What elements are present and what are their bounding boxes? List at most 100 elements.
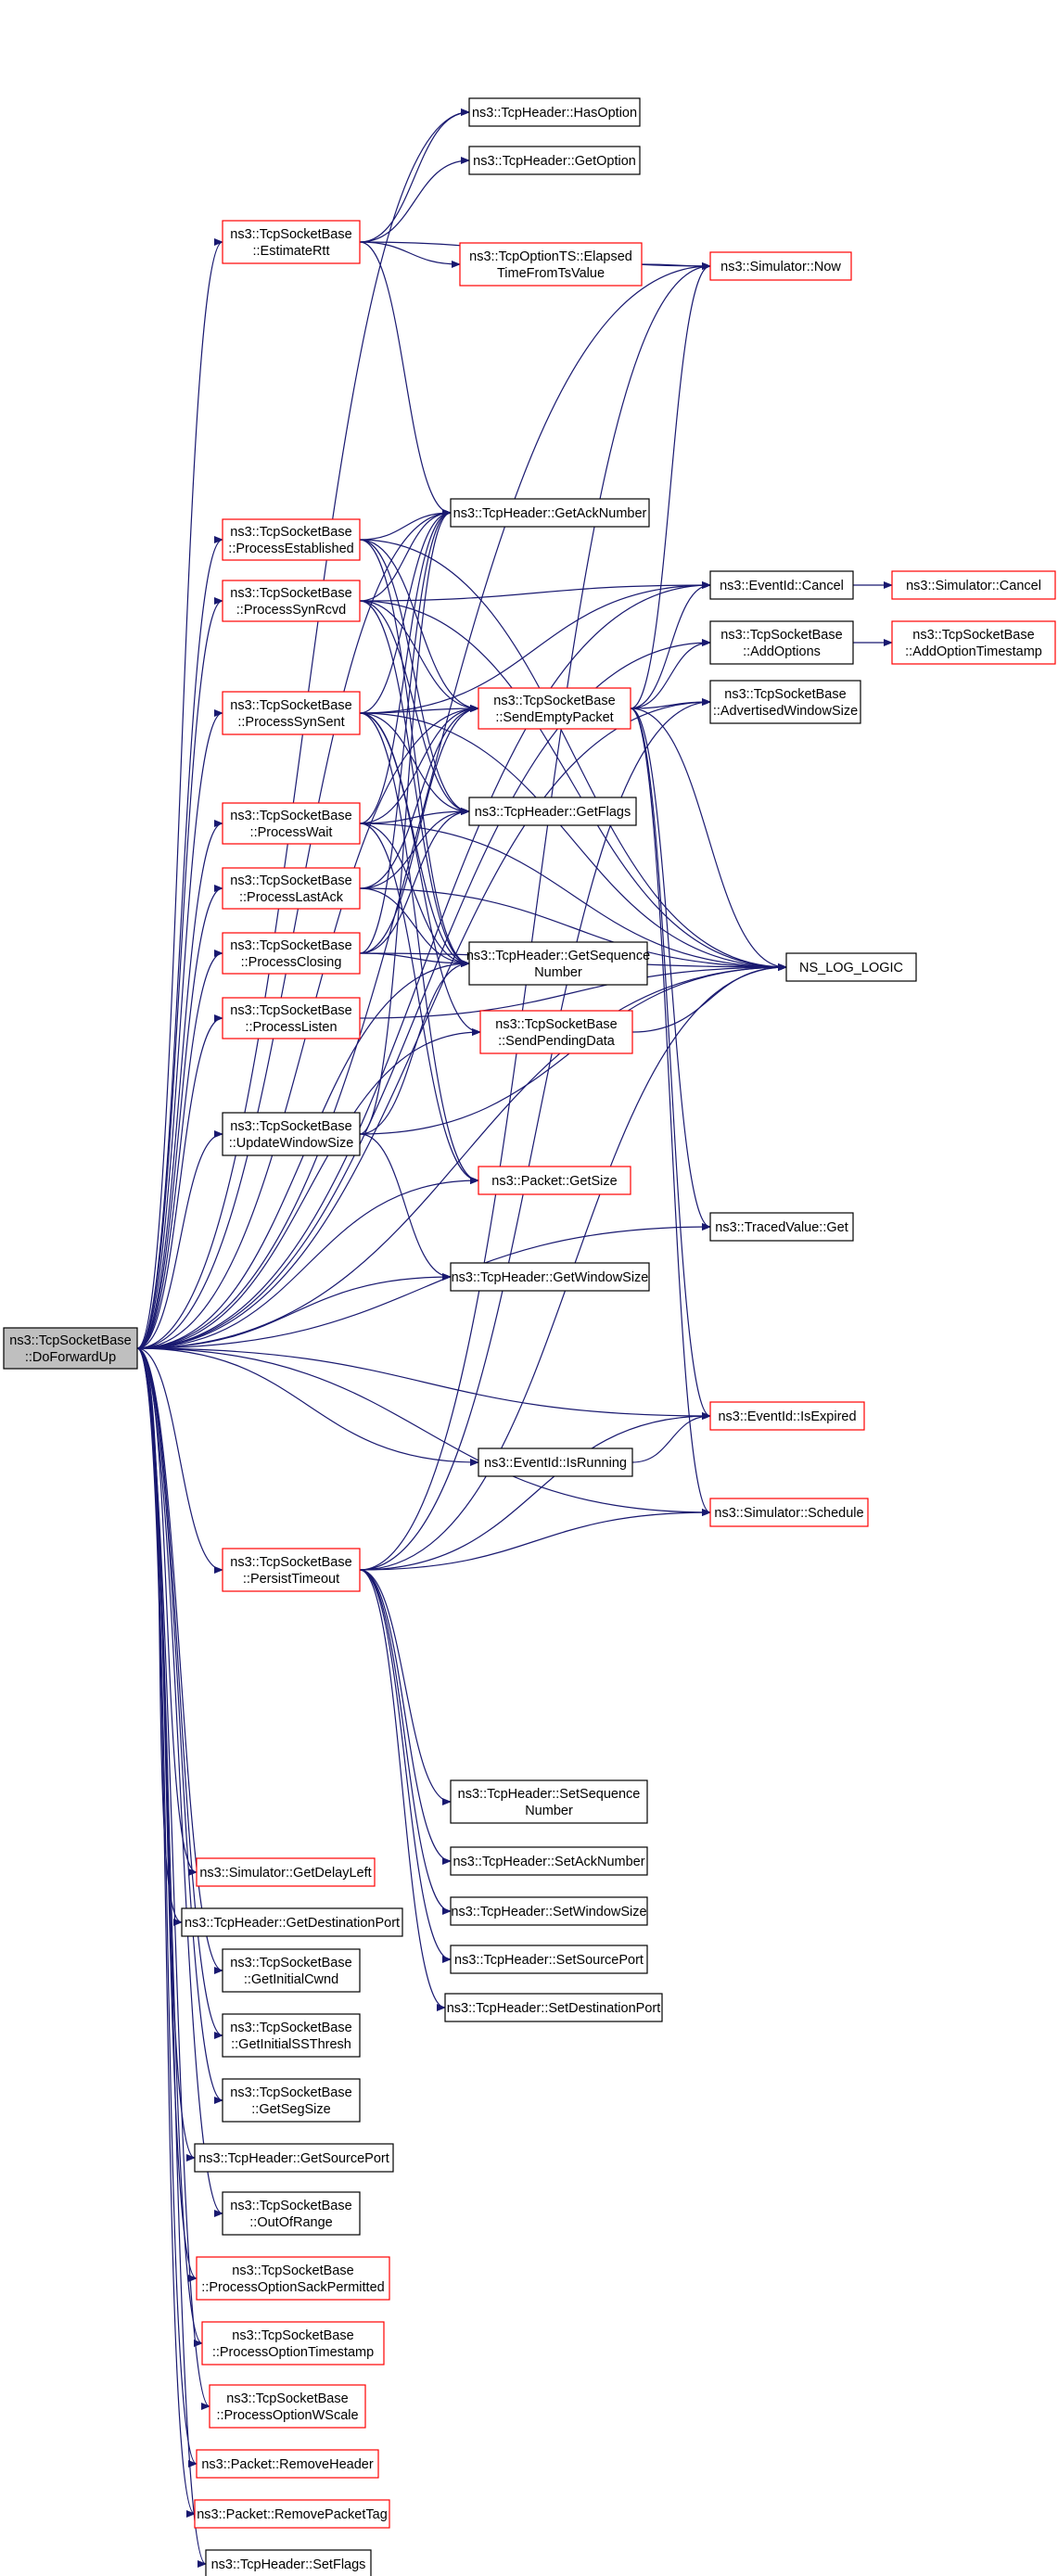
node-root[interactable]: ns3::TcpSocketBase::DoForwardUp — [3, 1327, 138, 1370]
node-set_flags[interactable]: ns3::TcpHeader::SetFlags — [205, 2549, 372, 2576]
node-remove_header[interactable]: ns3::Packet::RemoveHeader — [196, 2449, 379, 2479]
node-get_initcwnd[interactable]: ns3::TcpSocketBase::GetInitialCwnd — [222, 1948, 361, 1993]
node-out_of_range[interactable]: ns3::TcpSocketBase::OutOfRange — [222, 2191, 361, 2236]
node-get_window[interactable]: ns3::TcpHeader::GetWindowSize — [450, 1262, 650, 1292]
edge-proc_synrcvd-to-event_cancel — [359, 581, 711, 602]
node-get_initssthresh[interactable]: ns3::TcpSocketBase::GetInitialSSThresh — [222, 2013, 361, 2058]
node-set_dstport[interactable]: ns3::TcpHeader::SetDestinationPort — [444, 1993, 663, 2022]
node-set_window[interactable]: ns3::TcpHeader::SetWindowSize — [450, 1896, 648, 1926]
node-proc_lastack[interactable]: ns3::TcpSocketBase::ProcessLastAck — [222, 867, 361, 910]
edge-proc_synsent-to-get_flags — [359, 712, 470, 815]
node-box — [450, 1945, 648, 1974]
node-box — [222, 997, 361, 1039]
node-get_option[interactable]: ns3::TcpHeader::GetOption — [468, 146, 641, 175]
node-label: ns3::TcpHeader::GetSequence — [466, 949, 650, 963]
node-box — [450, 1779, 648, 1824]
node-label: TimeFromTsValue — [497, 266, 605, 281]
node-label: ns3::EventId::IsExpired — [718, 1409, 856, 1424]
node-label: ns3::TcpHeader::SetSourcePort — [454, 1953, 644, 1968]
node-ns_log[interactable]: NS_LOG_LOGIC — [785, 952, 917, 982]
node-traced_get[interactable]: ns3::TracedValue::Get — [709, 1212, 854, 1242]
node-box — [468, 146, 641, 175]
node-proc_opt_sack[interactable]: ns3::TcpSocketBase::ProcessOptionSackPer… — [196, 2256, 390, 2301]
node-estimate_rtt[interactable]: ns3::TcpSocketBase::EstimateRtt — [222, 220, 361, 264]
node-label: ::ProcessSynRcvd — [236, 603, 346, 618]
edge-root-to-adv_window — [136, 698, 711, 1349]
edge-root-to-get_ack — [136, 509, 452, 1349]
node-remove_pkt_tag[interactable]: ns3::Packet::RemovePacketTag — [194, 2499, 390, 2529]
node-get_flags[interactable]: ns3::TcpHeader::GetFlags — [468, 797, 637, 826]
node-get_srcport[interactable]: ns3::TcpHeader::GetSourcePort — [194, 2143, 394, 2173]
node-send_empty[interactable]: ns3::TcpSocketBase::SendEmptyPacket — [478, 687, 631, 730]
node-label: ns3::Simulator::Schedule — [714, 1506, 863, 1521]
edge-root-to-ns_log — [136, 963, 787, 1349]
node-box — [468, 941, 648, 986]
node-proc_opt_ts[interactable]: ns3::TcpSocketBase::ProcessOptionTimesta… — [201, 2321, 385, 2366]
node-label: ns3::TcpHeader::GetSourcePort — [198, 2151, 389, 2166]
edge-send_empty-to-ns_log — [630, 708, 787, 971]
node-label: ::OutOfRange — [249, 2215, 332, 2230]
edge-update_window-to-get_ack — [359, 509, 452, 1135]
node-sim_cancel[interactable]: ns3::Simulator::Cancel — [891, 570, 1056, 600]
node-box — [478, 687, 631, 730]
node-is_expired[interactable]: ns3::EventId::IsExpired — [709, 1401, 865, 1431]
node-sim_schedule[interactable]: ns3::Simulator::Schedule — [709, 1498, 869, 1527]
node-set_ack[interactable]: ns3::TcpHeader::SetAckNumber — [450, 1846, 648, 1876]
edge-proc_wait-to-get_ack — [359, 509, 452, 824]
node-box — [222, 2191, 361, 2236]
edge-send_empty-to-traced_get — [630, 708, 711, 1231]
node-persist_timeout[interactable]: ns3::TcpSocketBase::PersistTimeout — [222, 1548, 361, 1592]
node-label: ::ProcessOptionWScale — [216, 2408, 358, 2423]
node-label: ::AddOptionTimestamp — [905, 644, 1042, 659]
edge-proc_synrcvd-to-ns_log — [359, 600, 787, 971]
node-proc_established[interactable]: ns3::TcpSocketBase::ProcessEstablished — [222, 518, 361, 561]
node-box — [222, 867, 361, 910]
edge-send_empty-to-sim_schedule — [630, 708, 711, 1516]
edge-proc_synsent-to-pkt_getsize — [359, 712, 479, 1184]
node-pkt_getsize[interactable]: ns3::Packet::GetSize — [478, 1166, 631, 1195]
edge-proc_wait-to-send_empty — [359, 705, 479, 824]
node-box — [201, 2321, 385, 2366]
node-label: ::ProcessEstablished — [228, 542, 353, 556]
node-sim_now[interactable]: ns3::Simulator::Now — [709, 251, 852, 281]
node-set_srcport[interactable]: ns3::TcpHeader::SetSourcePort — [450, 1945, 648, 1974]
node-label: ns3::TcpSocketBase — [720, 628, 842, 643]
node-send_pending[interactable]: ns3::TcpSocketBase::SendPendingData — [479, 1010, 633, 1054]
node-label: ::GetInitialCwnd — [244, 1972, 338, 1987]
edge-root-to-get_initssthresh — [136, 1347, 223, 2039]
node-label: ::UpdateWindowSize — [229, 1136, 354, 1151]
node-update_window[interactable]: ns3::TcpSocketBase::UpdateWindowSize — [222, 1112, 361, 1156]
node-add_opt_ts[interactable]: ns3::TcpSocketBase::AddOptionTimestamp — [891, 620, 1056, 665]
node-proc_closing[interactable]: ns3::TcpSocketBase::ProcessClosing — [222, 932, 361, 975]
node-label: ns3::TcpHeader::GetAckNumber — [453, 506, 647, 521]
node-box — [468, 797, 637, 826]
edge-root-to-sim_now — [136, 262, 711, 1349]
node-adv_window[interactable]: ns3::TcpSocketBase::AdvertisedWindowSize — [709, 680, 861, 724]
node-proc_wait[interactable]: ns3::TcpSocketBase::ProcessWait — [222, 802, 361, 845]
node-get_ack[interactable]: ns3::TcpHeader::GetAckNumber — [450, 498, 650, 528]
node-is_running[interactable]: ns3::EventId::IsRunning — [478, 1447, 633, 1477]
node-box — [709, 570, 854, 600]
node-proc_synsent[interactable]: ns3::TcpSocketBase::ProcessSynSent — [222, 691, 361, 735]
node-event_cancel[interactable]: ns3::EventId::Cancel — [709, 570, 854, 600]
node-label: ns3::TcpSocketBase — [230, 698, 351, 713]
node-box — [709, 1212, 854, 1242]
node-has_option[interactable]: ns3::TcpHeader::HasOption — [468, 97, 641, 127]
node-box — [196, 1857, 376, 1887]
node-proc_opt_wscale[interactable]: ns3::TcpSocketBase::ProcessOptionWScale — [209, 2384, 366, 2429]
node-label: ::EstimateRtt — [253, 244, 330, 259]
node-proc_listen[interactable]: ns3::TcpSocketBase::ProcessListen — [222, 997, 361, 1039]
node-proc_synrcvd[interactable]: ns3::TcpSocketBase::ProcessSynRcvd — [222, 580, 361, 622]
node-label: ns3::TcpSocketBase — [230, 1555, 351, 1570]
edge-proc_closing-to-get_ack — [359, 509, 452, 954]
node-add_options[interactable]: ns3::TcpSocketBase::AddOptions — [709, 620, 854, 665]
node-box — [222, 802, 361, 845]
node-label: ns3::Packet::GetSize — [491, 1174, 617, 1189]
node-get_dstport[interactable]: ns3::TcpHeader::GetDestinationPort — [181, 1907, 403, 1937]
node-get_segsize[interactable]: ns3::TcpSocketBase::GetSegSize — [222, 2078, 361, 2123]
edge-root-to-send_pending — [136, 1028, 481, 1349]
node-sim_delayleft[interactable]: ns3::Simulator::GetDelayLeft — [196, 1857, 376, 1887]
